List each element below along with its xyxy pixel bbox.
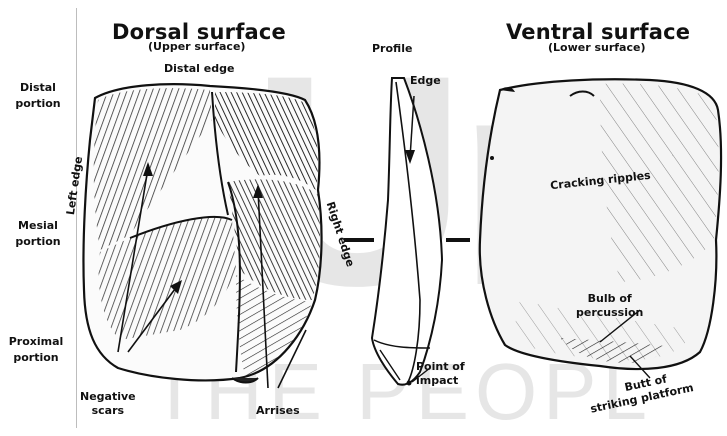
profile-flake <box>372 78 442 386</box>
ventral-flake <box>480 79 721 378</box>
profile-title: Profile <box>372 42 412 55</box>
dorsal-flake <box>83 84 321 388</box>
profile-edge-label: Edge <box>410 74 441 87</box>
profile-connector-right <box>446 238 470 242</box>
ventral-subtitle: (Lower surface) <box>548 41 646 54</box>
arrises-label: Arrises <box>256 404 300 417</box>
distal-edge-label: Distal edge <box>164 62 234 75</box>
dorsal-subtitle: (Upper surface) <box>148 40 245 53</box>
